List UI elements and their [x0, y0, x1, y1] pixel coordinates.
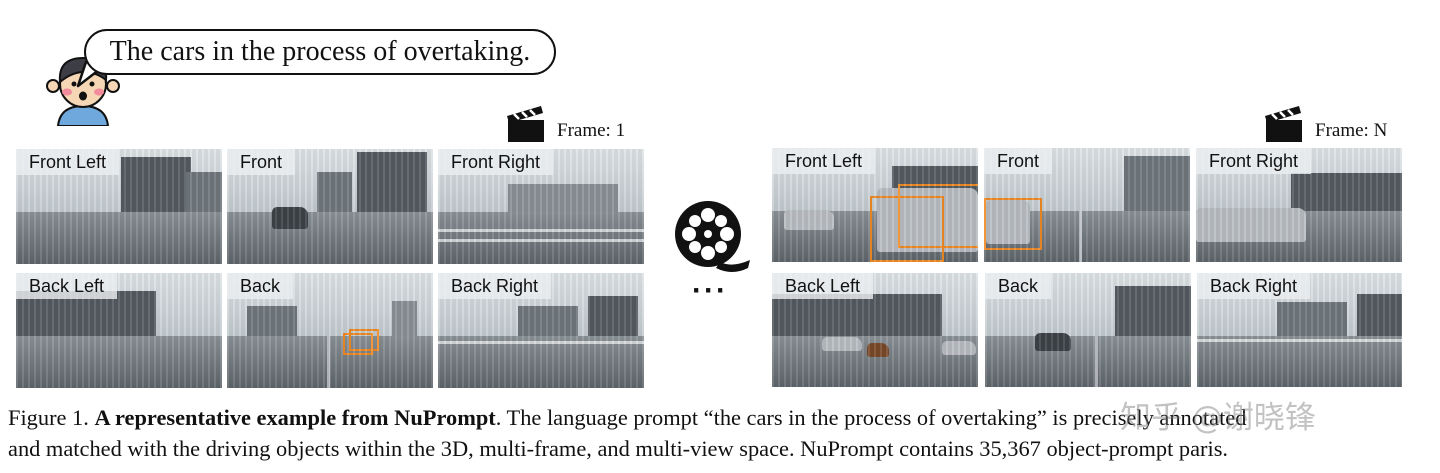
camera-view-back-right: Back Right	[1197, 273, 1402, 387]
camera-view-back: Back	[985, 273, 1191, 387]
camera-view-back-right: Back Right	[438, 273, 644, 388]
watermark: 知乎 @谢晓锋	[1120, 400, 1316, 436]
camera-view-front-left: Front Left	[16, 149, 222, 264]
speech-bubble: The cars in the process of overtaking.	[84, 29, 556, 75]
camera-view-back-left: Back Left	[772, 273, 978, 387]
annotation-3d-box	[349, 329, 379, 351]
caption-line-2: and matched with the driving objects wit…	[8, 436, 1229, 461]
camera-view-front-right: Front Right	[438, 149, 644, 264]
ellipsis: ···	[692, 274, 728, 307]
camera-view-back: Back	[227, 273, 433, 388]
frame-1-label: Frame: 1	[557, 120, 626, 141]
camera-view-front-left: Front Left	[772, 148, 978, 262]
figure-caption: Figure 1. A representative example from …	[8, 402, 1432, 464]
annotation-3d-box	[898, 184, 978, 248]
frame-n-label: Frame: N	[1315, 120, 1388, 141]
annotation-3d-box	[343, 333, 373, 355]
clapperboard-icon	[507, 106, 544, 142]
camera-view-front-right: Front Right	[1196, 148, 1402, 262]
camera-view-front: Front	[984, 148, 1190, 262]
annotation-3d-box	[984, 198, 1042, 250]
camera-view-back-left: Back Left	[16, 273, 222, 388]
camera-view-front: Front	[227, 149, 433, 264]
speech-bubble-text: The cars in the process of overtaking.	[109, 36, 531, 67]
caption-line-1: Figure 1. A representative example from …	[8, 405, 1247, 430]
annotation-3d-box	[870, 196, 944, 262]
clapperboard-icon	[1265, 106, 1302, 142]
caption-bold-title: A representative example from NuPrompt	[94, 405, 496, 430]
film-reel-icon	[675, 201, 750, 272]
